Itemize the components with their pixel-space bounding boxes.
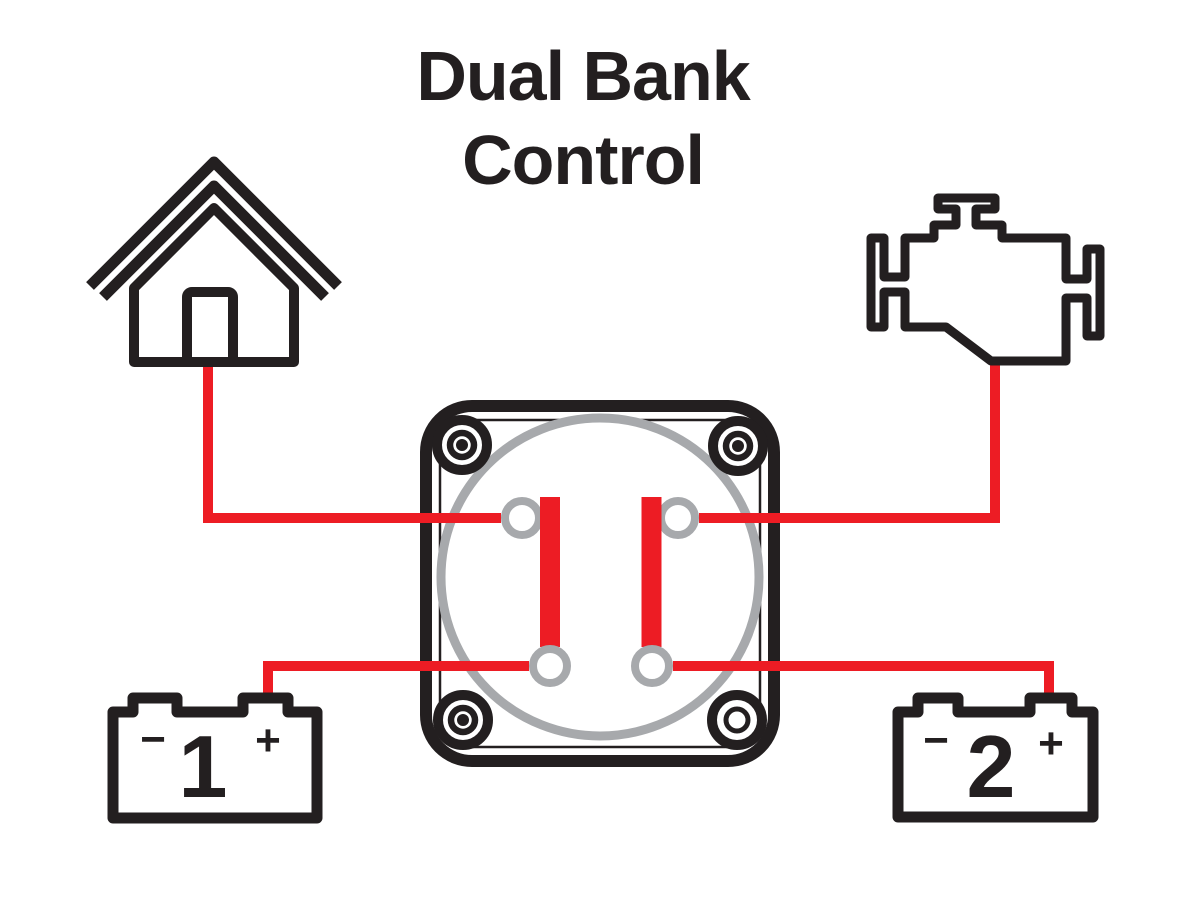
battery-1-number: 1 — [178, 717, 228, 816]
battery-1-outline — [107, 692, 323, 824]
battery-2-positive-label: + — [1038, 719, 1064, 768]
house-door — [182, 287, 238, 367]
battery-switch-icon — [420, 400, 780, 767]
wire-house-to-switch — [203, 356, 501, 523]
battery-1-negative-label: − — [140, 715, 166, 764]
engine-icon — [866, 193, 1105, 366]
title-line-1: Dual Bank — [416, 37, 750, 115]
mounting-screw-top-right — [708, 416, 768, 476]
battery-2-outline — [892, 692, 1099, 823]
contact-bar-right — [641, 497, 662, 647]
house-body — [129, 203, 299, 367]
battery-2-icon — [892, 692, 1099, 823]
contact-bar-left — [540, 497, 560, 647]
house-icon — [86, 156, 342, 367]
terminal-top-left — [501, 497, 543, 539]
house-roof-outer — [86, 156, 342, 290]
mounting-screw-top-left — [432, 415, 492, 475]
switch-rotor-circle — [436, 413, 764, 741]
mounting-screw-bottom-right — [707, 690, 767, 750]
title-line-2: Control — [462, 121, 705, 199]
battery-1-positive-label: + — [255, 716, 281, 765]
engine-outline — [866, 193, 1105, 366]
house-roof-inner — [99, 180, 329, 301]
terminal-top-right — [657, 497, 699, 539]
terminal-bottom-right — [631, 645, 673, 687]
battery-2-negative-label: − — [923, 716, 949, 765]
diagram-title: Dual Bank Control — [0, 34, 1166, 202]
battery-2-number: 2 — [966, 717, 1016, 816]
terminal-bottom-left — [529, 645, 571, 687]
battery-1-icon — [107, 692, 323, 824]
mounting-screw-bottom-left — [433, 690, 493, 750]
wire-engine-to-switch — [699, 358, 1000, 523]
